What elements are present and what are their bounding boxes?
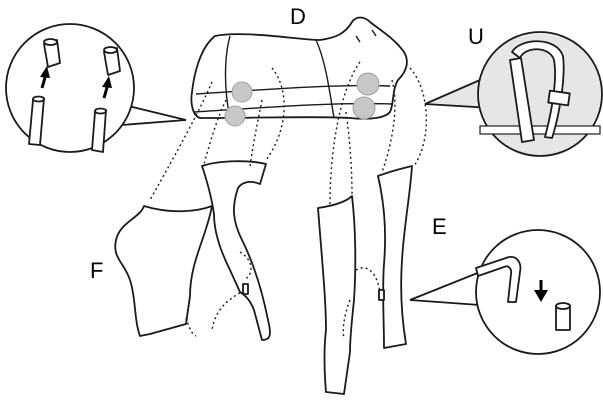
shoulder-pad — [356, 72, 380, 96]
torso-part — [190, 16, 408, 127]
hip-pad — [231, 81, 253, 103]
leg-connector — [242, 283, 249, 295]
bottom-detail-callout — [409, 229, 601, 355]
rear-leg-left — [114, 205, 213, 337]
assembly-guides — [149, 61, 428, 339]
left-detail-callout — [5, 23, 187, 153]
right-detail-circle — [477, 31, 603, 157]
end-cap — [555, 302, 571, 331]
up-arrow-icon — [102, 76, 112, 99]
down-arrow-icon — [534, 280, 548, 302]
lower-rod-right — [91, 107, 107, 153]
leg-connector — [378, 289, 385, 301]
left-detail-circle — [5, 23, 135, 153]
front-leg-left — [317, 195, 357, 395]
upper-tube-left — [43, 38, 61, 68]
bent-rod — [475, 256, 522, 303]
frame-bar — [479, 125, 601, 135]
label-d: D — [290, 4, 306, 29]
lower-rod-left — [28, 95, 45, 146]
right-detail-callout — [424, 31, 603, 157]
label-f: F — [90, 258, 104, 283]
upper-tube-right — [103, 46, 121, 76]
cable-tie-band — [511, 40, 565, 139]
label-e: E — [432, 214, 447, 239]
up-arrow-icon — [40, 66, 50, 89]
cable-tie-head — [547, 89, 571, 107]
label-u: U — [468, 24, 484, 49]
rear-leg-right — [201, 160, 271, 341]
shoulder-pad — [352, 96, 376, 120]
front-leg-right — [377, 165, 413, 349]
hip-pad — [224, 105, 246, 127]
cable-tie-tail — [509, 57, 535, 143]
